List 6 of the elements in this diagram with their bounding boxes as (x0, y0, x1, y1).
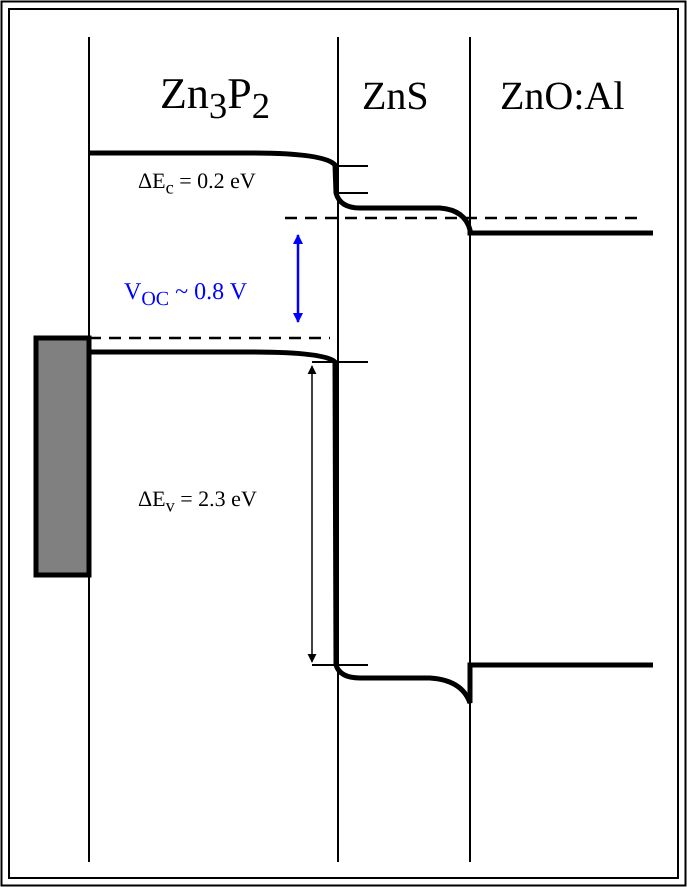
voltage-label: V$_{OC}$ ~ 0.8 V (124, 280, 248, 309)
layer-label: ZnS (362, 76, 429, 116)
band-offset-label: ΔE$_{v}$ = 2.3 eV (138, 488, 257, 515)
layer-label: Zn$_{3}$P$_{2}$ (160, 72, 270, 124)
layer-label: ZnO:Al (500, 76, 624, 116)
band-offset-label: ΔE$_{c}$ = 0.2 eV (138, 170, 256, 197)
